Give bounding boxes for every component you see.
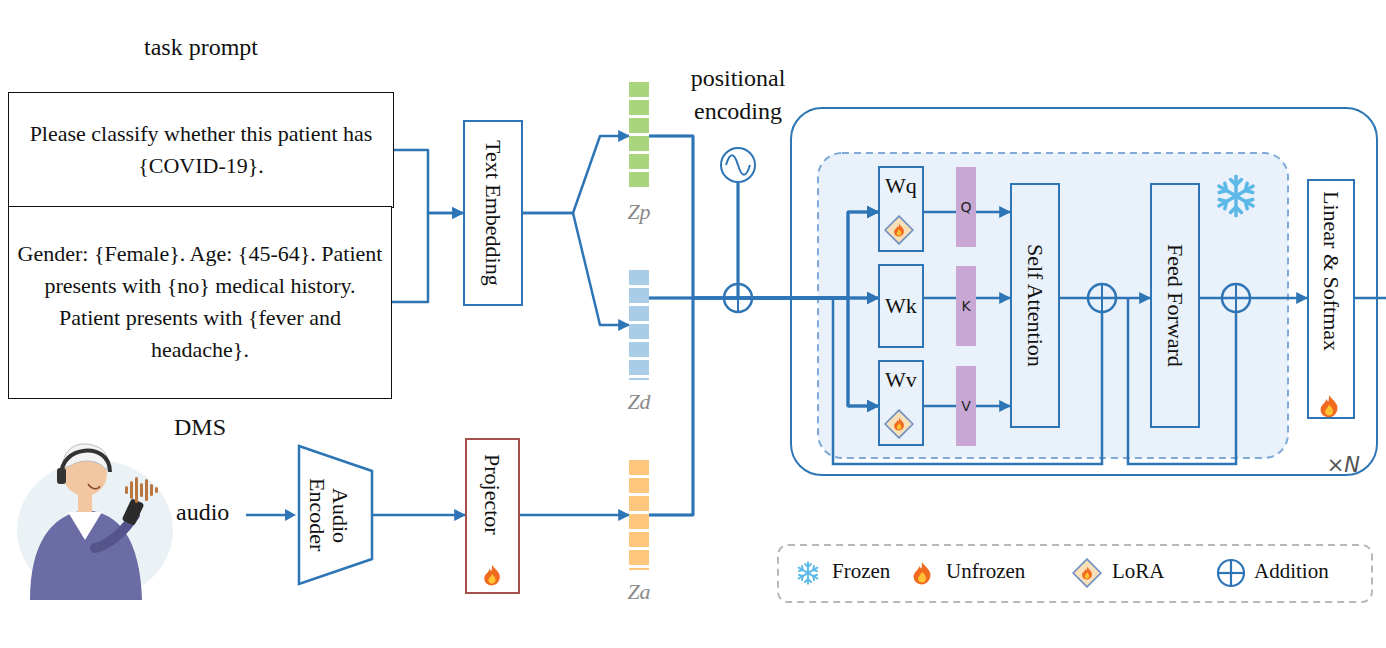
encoder-trapezoid: Audio Encoder bbox=[298, 445, 373, 585]
value-bar: V bbox=[956, 366, 976, 446]
node-text: Feed Forward bbox=[1159, 244, 1191, 367]
lora-icon bbox=[885, 410, 913, 438]
connector bbox=[738, 183, 878, 298]
legend-text: Unfrozen bbox=[946, 559, 1025, 584]
node-text: K bbox=[961, 296, 970, 316]
node-text: Please classify whether this patient has… bbox=[19, 118, 383, 182]
node-text: ×N bbox=[1327, 450, 1360, 480]
weight-box: Wv bbox=[878, 360, 924, 446]
residual-lines bbox=[833, 298, 1386, 464]
connector bbox=[649, 212, 878, 298]
output-box: Linear & Softmax bbox=[1307, 179, 1355, 419]
legend-unfrozen-sample bbox=[914, 562, 931, 584]
feedforward-box: Feed Forward bbox=[1150, 183, 1200, 428]
legend-lora-sample bbox=[1073, 559, 1101, 587]
connector bbox=[520, 514, 629, 517]
projector-box: Projector bbox=[465, 438, 520, 594]
query-bar: Q bbox=[956, 167, 976, 247]
heading-label: task prompt bbox=[9, 30, 393, 65]
transformer-block: ×NWqWkWvQKVSelf AttentionFeed ForwardLin… bbox=[790, 107, 1378, 476]
connector bbox=[649, 298, 878, 515]
dms-box: Gender: {Female}. Age: {45-64}. Patient … bbox=[8, 206, 392, 399]
weight-box: Wk bbox=[878, 264, 924, 348]
legend-text: LoRA bbox=[1112, 559, 1165, 584]
frozen-region bbox=[818, 153, 1288, 458]
connector bbox=[1060, 297, 1150, 300]
connector bbox=[523, 136, 629, 213]
node-text: Linear & Softmax bbox=[1315, 191, 1347, 351]
prompt-box: task promptPlease classify whether this … bbox=[8, 92, 394, 208]
connector bbox=[649, 298, 878, 515]
connector bbox=[924, 297, 956, 300]
legend-frozen-sample bbox=[799, 562, 818, 584]
node-text: Self Attention bbox=[1019, 244, 1051, 367]
connector bbox=[924, 211, 956, 214]
legend-addition-sample bbox=[1218, 560, 1244, 586]
positional-encoding-circle: positional encoding bbox=[720, 147, 756, 183]
legend-text: Addition bbox=[1254, 559, 1329, 584]
connector bbox=[649, 298, 878, 406]
key-bar: K bbox=[956, 266, 976, 346]
signal-label: audio bbox=[176, 499, 229, 526]
connector bbox=[523, 213, 629, 325]
node-text: Wq bbox=[885, 170, 917, 202]
connector bbox=[976, 297, 1010, 300]
token-stack: Zp bbox=[629, 82, 649, 190]
audio-arrow bbox=[246, 509, 296, 521]
token-stack: Za bbox=[629, 460, 649, 570]
heading-label: Zp bbox=[627, 196, 650, 228]
person-illustration bbox=[17, 444, 173, 600]
connector bbox=[392, 213, 463, 302]
node-text: Audio Encoder bbox=[305, 467, 351, 563]
legend-frame bbox=[778, 545, 1372, 602]
embedding-box: Text Embedding bbox=[463, 120, 523, 306]
lora-icon bbox=[885, 216, 913, 244]
connector bbox=[924, 405, 956, 408]
connector bbox=[649, 136, 878, 406]
connector bbox=[649, 136, 878, 298]
node-text: Wk bbox=[885, 290, 917, 322]
node-text: Gender: {Female}. Age: {45-64}. Patient … bbox=[17, 238, 383, 366]
heading-label: Zd bbox=[627, 386, 650, 418]
node-text: Q bbox=[960, 197, 971, 217]
connector bbox=[738, 183, 878, 298]
connector bbox=[738, 183, 878, 406]
connector bbox=[394, 150, 463, 213]
token-stack: Zd bbox=[629, 270, 649, 380]
connector bbox=[649, 212, 878, 515]
heading-label: DMS bbox=[9, 410, 391, 445]
connector bbox=[976, 405, 1010, 408]
legend-text: Frozen bbox=[832, 559, 890, 584]
node-text: Text Embedding bbox=[477, 140, 509, 286]
connector bbox=[649, 136, 878, 298]
node-text: V bbox=[961, 396, 971, 416]
connector bbox=[373, 514, 465, 517]
node-text: Projector bbox=[477, 454, 509, 535]
heading-label: positional encoding bbox=[663, 62, 813, 129]
unfrozen-icon bbox=[1321, 395, 1338, 417]
attention-box: Self Attention bbox=[1010, 183, 1060, 428]
connector bbox=[1200, 297, 1307, 300]
heading-label: Za bbox=[627, 576, 650, 608]
node-text: Wv bbox=[885, 364, 917, 396]
frozen-icon bbox=[1219, 176, 1253, 216]
connector bbox=[976, 211, 1010, 214]
weight-box: Wq bbox=[878, 166, 924, 252]
unfrozen-icon bbox=[484, 565, 500, 585]
sine-wave bbox=[726, 155, 750, 175]
